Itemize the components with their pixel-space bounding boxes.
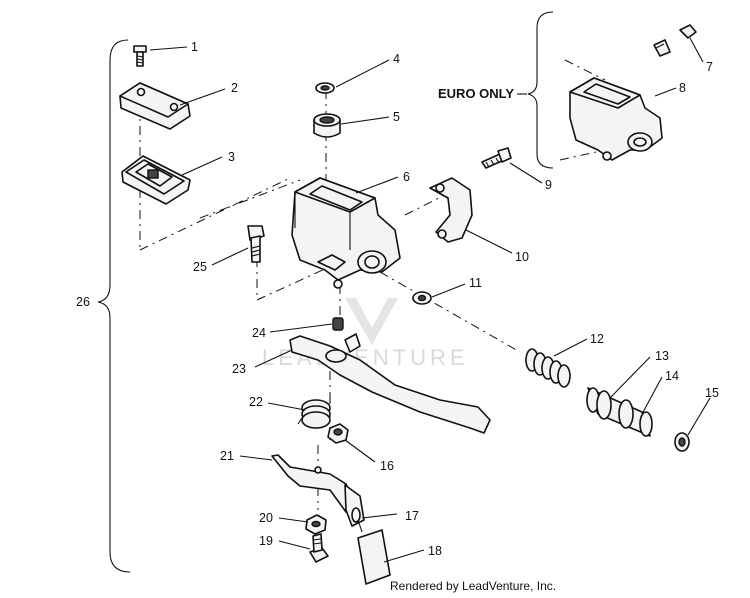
callout-19: 19 (259, 534, 273, 548)
part-2-cover (119, 82, 191, 130)
callouts: 1 2 3 4 5 6 7 8 9 10 11 12 13 14 15 16 1… (76, 40, 719, 558)
callout-11: 11 (469, 276, 482, 290)
callout-26: 26 (76, 295, 90, 309)
centerline (404, 194, 446, 216)
part-4-washer (315, 82, 335, 94)
part-10-clamp (429, 177, 473, 243)
callout-9: 9 (545, 178, 552, 192)
callout-7: 7 (706, 60, 713, 74)
callout-25: 25 (193, 260, 207, 274)
leader-lines (149, 37, 711, 563)
centerline (256, 267, 328, 301)
part-20-nut (305, 514, 327, 535)
centerline (199, 179, 301, 219)
part-22-spring (297, 396, 331, 429)
callout-17: 17 (405, 509, 419, 523)
callout-13: 13 (655, 349, 669, 363)
callout-21: 21 (220, 449, 234, 463)
part-8-master-cylinder-euro (569, 77, 663, 161)
callout-22: 22 (249, 395, 263, 409)
callout-23: 23 (232, 362, 246, 376)
callout-4: 4 (393, 52, 400, 66)
part-1-screw (133, 45, 147, 67)
callout-1: 1 (191, 40, 198, 54)
callout-16: 16 (380, 459, 394, 473)
callout-6: 6 (403, 170, 410, 184)
callout-3: 3 (228, 150, 235, 164)
euro-only-label: EURO ONLY (438, 86, 514, 101)
part-23-lever (289, 333, 491, 434)
centerline (564, 59, 606, 81)
part-25-bolt (247, 225, 265, 263)
assembly-brace (97, 39, 131, 573)
callout-15: 15 (705, 386, 719, 400)
callout-5: 5 (393, 110, 400, 124)
callout-12: 12 (590, 332, 604, 346)
rendered-by-credit: Rendered by LeadVenture, Inc. (390, 579, 557, 593)
callout-14: 14 (665, 369, 679, 383)
part-17-clip (351, 507, 361, 523)
part-19-screw (309, 533, 329, 563)
part-18-tag (357, 519, 391, 585)
part-9-screw (481, 147, 512, 169)
watermark: LEADVENTURE (262, 298, 465, 370)
euro-brace (527, 11, 554, 169)
part-6-master-cylinder (291, 177, 401, 289)
part-15-washer (674, 432, 690, 452)
callout-20: 20 (259, 511, 273, 525)
callout-10: 10 (515, 250, 529, 264)
callout-18: 18 (428, 544, 442, 558)
centerline (559, 149, 606, 161)
centerline (379, 271, 521, 353)
part-11-washer (412, 291, 432, 305)
part-24-pin (332, 317, 344, 331)
part-12-spring (525, 348, 571, 388)
callout-8: 8 (679, 81, 686, 95)
callout-2: 2 (231, 81, 238, 95)
part-3-diaphragm (121, 155, 191, 205)
part-7-screw (653, 24, 697, 57)
callout-24: 24 (252, 326, 266, 340)
part-13-seal (596, 390, 634, 429)
part-16-nut (327, 423, 349, 444)
centerline (139, 177, 291, 251)
part-5-bushing (313, 113, 341, 138)
